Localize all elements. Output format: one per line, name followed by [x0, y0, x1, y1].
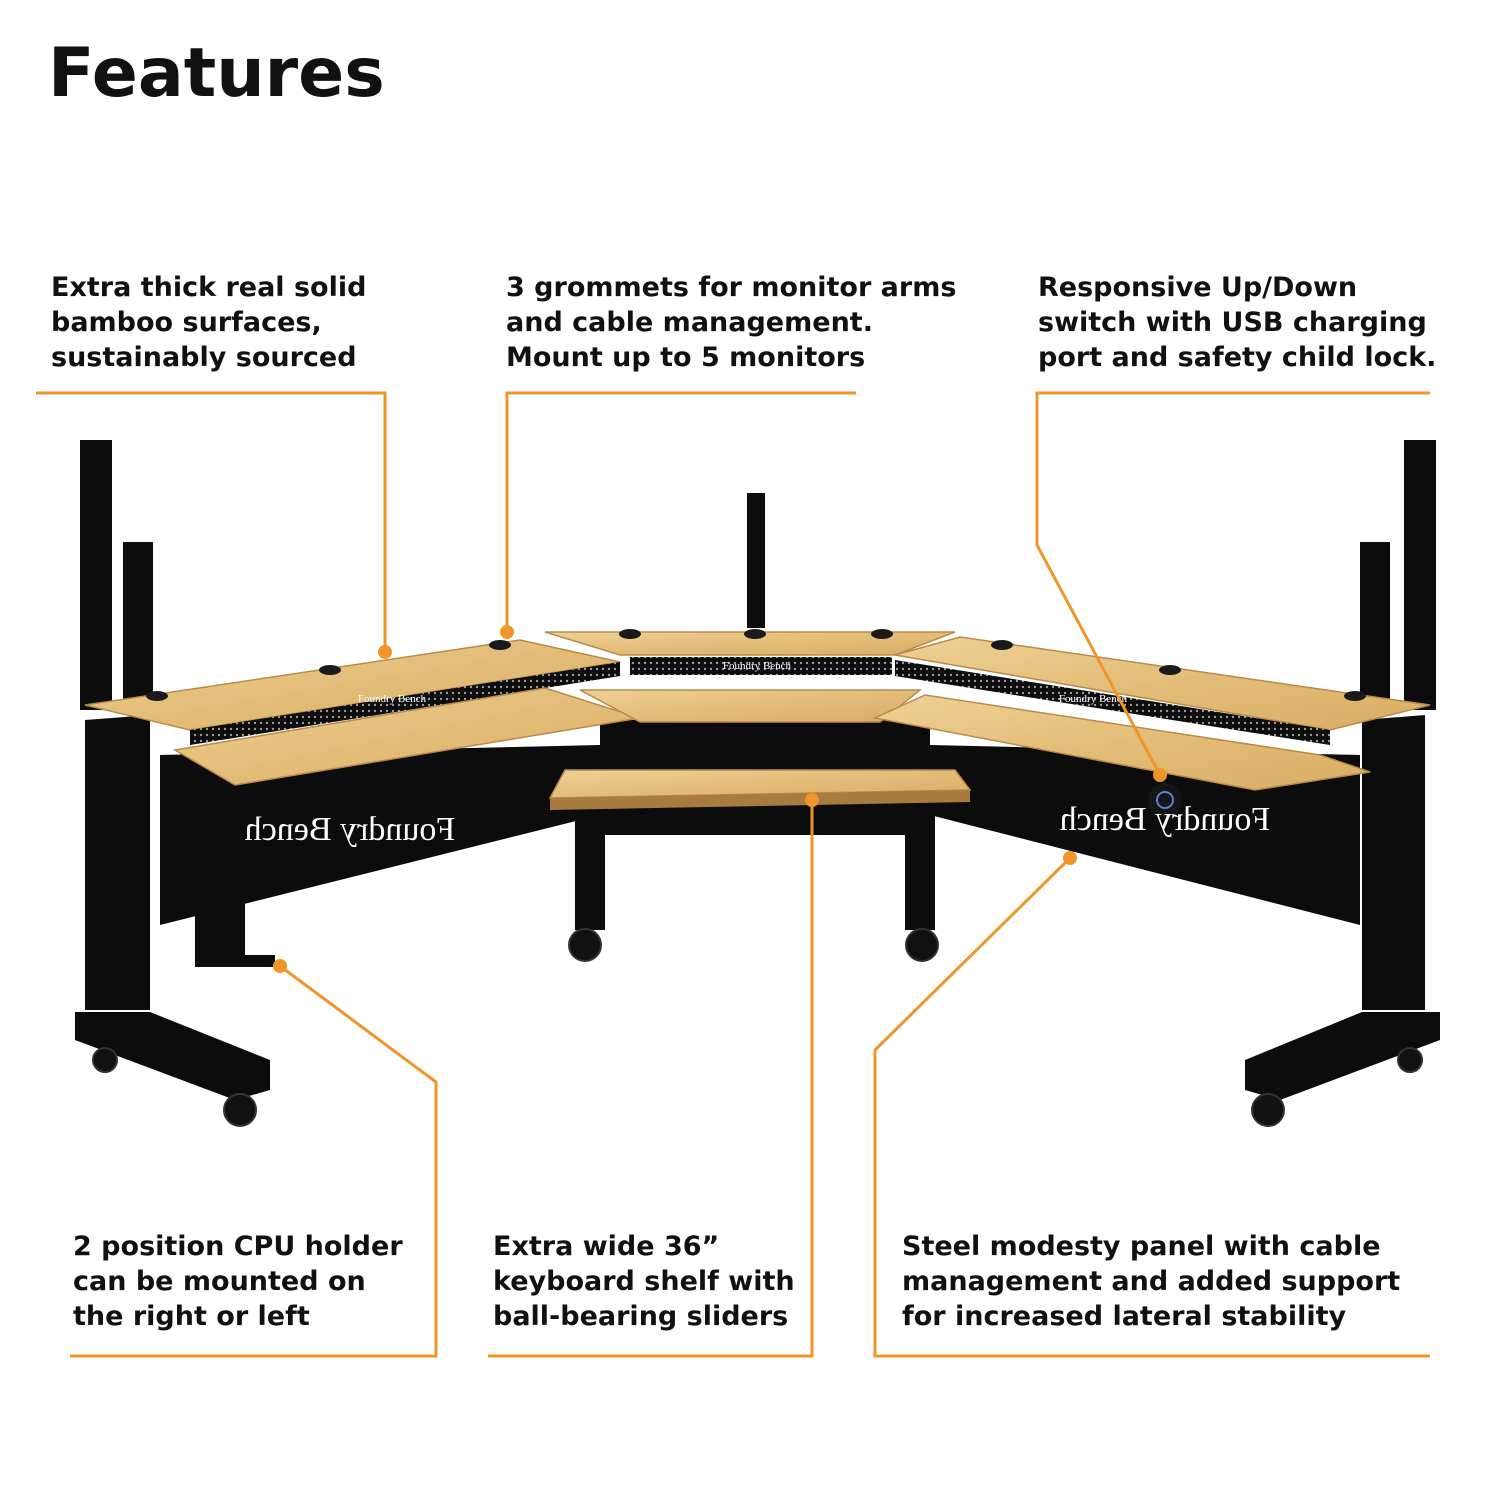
callout-line: Extra wide 36”: [493, 1231, 720, 1262]
callout-keyboard-shelf: Extra wide 36” keyboard shelf with ball-…: [493, 1229, 795, 1334]
callout-line: switch with USB charging: [1038, 307, 1427, 338]
leader-line: [36, 391, 387, 652]
monitor-post: [123, 542, 153, 712]
callout-cpu-holder: 2 position CPU holder can be mounted on …: [73, 1229, 403, 1334]
callout-line: port and safety child lock.: [1038, 342, 1437, 373]
callout-line: 3 grommets for monitor arms: [506, 272, 957, 303]
up-down-switch: [1148, 783, 1182, 817]
monitor-post: [1360, 542, 1390, 712]
brand-label: Foundry Bench: [1059, 693, 1128, 705]
right-leg: [1362, 715, 1425, 1010]
grommets: [146, 629, 1366, 701]
cable-tray: [630, 657, 892, 675]
callout-line: the right or left: [73, 1301, 310, 1332]
callout-line: for increased lateral stability: [902, 1301, 1347, 1332]
brand-label-mirrored: Foundry Bench: [245, 811, 456, 848]
leader-line: [505, 391, 856, 632]
callout-switch: Responsive Up/Down switch with USB charg…: [1038, 270, 1436, 375]
brand-label: Foundry Bench: [358, 693, 427, 705]
callout-line: sustainably sourced: [51, 342, 357, 373]
callout-line: and cable management.: [506, 307, 873, 338]
callout-line: Steel modesty panel with cable: [902, 1231, 1381, 1262]
callout-line: 2 position CPU holder: [73, 1231, 403, 1262]
brand-label: Foundry Bench: [723, 660, 792, 672]
bamboo-surface: [579, 689, 923, 723]
callout-leaders: [36, 391, 1430, 1358]
callout-modesty-panel: Steel modesty panel with cable managemen…: [902, 1229, 1400, 1334]
callout-line: Responsive Up/Down: [1038, 272, 1358, 303]
callout-line: management and added support: [902, 1266, 1401, 1297]
right-foot: [1245, 1012, 1440, 1100]
callout-line: ball-bearing sliders: [493, 1301, 789, 1332]
callout-line: bamboo surfaces,: [51, 307, 322, 338]
desktop-surfaces: [84, 631, 1431, 810]
center-leg: [905, 815, 935, 930]
callout-line: Mount up to 5 monitors: [506, 342, 866, 373]
brand-labels: Foundry Bench Foundry Bench Foundry Benc…: [245, 660, 1271, 848]
bamboo-surface: [872, 694, 1371, 791]
center-leg: [575, 815, 605, 930]
callout-dots: [273, 625, 1167, 973]
modesty-panel-left: [160, 745, 600, 925]
leader-line: [70, 964, 438, 1358]
monitor-post: [1404, 440, 1436, 710]
leader-line: [1035, 391, 1430, 776]
cpu-holder: [195, 785, 245, 960]
callout-bamboo-surfaces: Extra thick real solid bamboo surfaces, …: [51, 270, 366, 375]
leader-line: [488, 800, 814, 1358]
page-title: Features: [48, 34, 385, 113]
callout-grommets: 3 grommets for monitor arms and cable ma…: [506, 270, 956, 375]
cable-tray: [895, 660, 1330, 745]
left-foot: [75, 1012, 270, 1100]
callout-line: can be mounted on: [73, 1266, 366, 1297]
callout-line: keyboard shelf with: [493, 1266, 795, 1297]
brand-label-mirrored: Foundry Bench: [1060, 801, 1271, 838]
left-leg: [85, 715, 150, 1010]
cable-tray: [190, 662, 620, 745]
monitor-post: [747, 493, 765, 628]
caster-wheels: [92, 928, 1423, 1127]
monitor-post: [80, 440, 112, 710]
callout-line: Extra thick real solid: [51, 272, 367, 303]
leader-line: [873, 856, 1430, 1358]
